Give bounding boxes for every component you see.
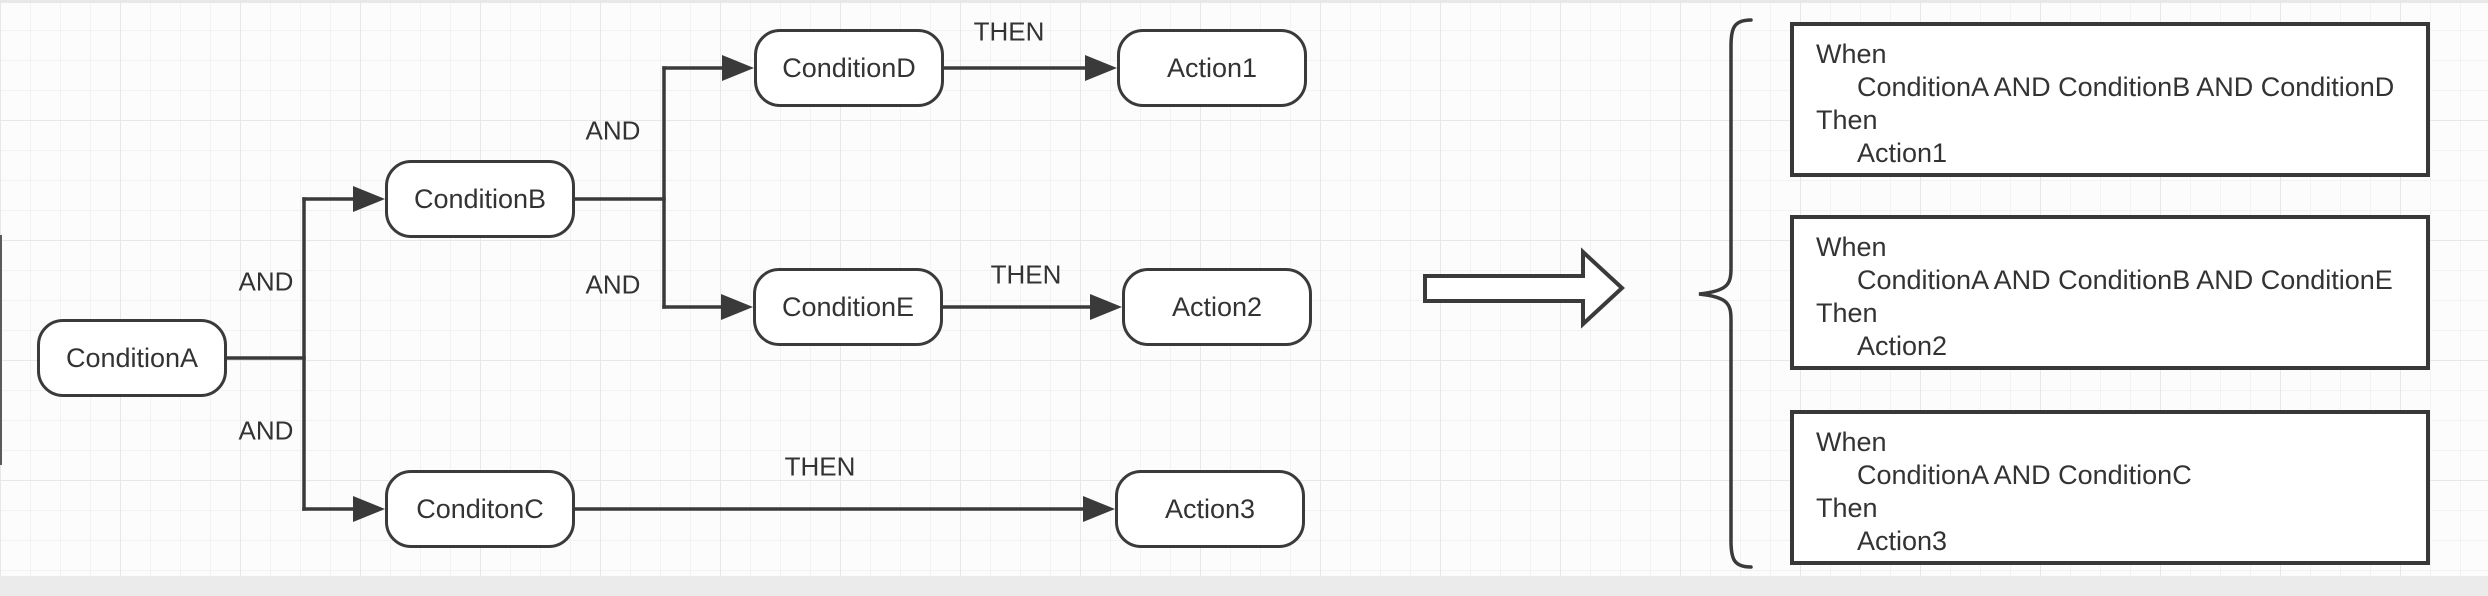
- node-condition-e[interactable]: ConditionE: [753, 268, 943, 346]
- node-condition-d-label: ConditionD: [782, 52, 916, 83]
- node-condition-b[interactable]: ConditionB: [385, 160, 575, 238]
- canvas-top-edge: [0, 0, 2488, 3]
- rule-box-3[interactable]: When ConditionA AND ConditionC Then Acti…: [1790, 410, 2430, 565]
- arrowhead-conditionE: [721, 294, 753, 320]
- rule-3-when-label: When: [1816, 427, 1887, 457]
- rule-2-then-label: Then: [1816, 298, 1878, 328]
- node-condition-a-label: ConditionA: [65, 342, 199, 373]
- arrowhead-action2: [1090, 294, 1122, 320]
- rule-box-2[interactable]: When ConditionA AND ConditionB AND Condi…: [1790, 215, 2430, 370]
- edge-label-and-a-b: AND: [238, 266, 294, 297]
- arrowhead-conditionD: [722, 55, 754, 81]
- edge-label-then-e-2: THEN: [990, 259, 1062, 290]
- rule-box-1[interactable]: When ConditionA AND ConditionB AND Condi…: [1790, 22, 2430, 177]
- rule-2-condition: ConditionA AND ConditionB AND ConditionE: [1857, 265, 2393, 295]
- curly-brace-shape[interactable]: [1698, 18, 1753, 569]
- node-action-1[interactable]: Action1: [1117, 29, 1307, 107]
- rule-1-then-label: Then: [1816, 105, 1878, 135]
- node-condition-a[interactable]: ConditionA: [37, 319, 227, 397]
- node-action-2-label: Action2: [1171, 291, 1263, 322]
- canvas-bottom-edge: [0, 576, 2488, 596]
- rule-3-then-label: Then: [1816, 493, 1878, 523]
- block-arrow-shape[interactable]: [1423, 247, 1625, 329]
- rule-2-when-label: When: [1816, 232, 1887, 262]
- node-condition-b-label: ConditionB: [413, 183, 547, 214]
- edge-label-and-a-c: AND: [238, 415, 294, 446]
- node-condition-e-label: ConditionE: [781, 291, 915, 322]
- rule-3-condition: ConditionA AND ConditionC: [1857, 460, 2192, 490]
- left-panel-divider: [0, 235, 2, 465]
- node-action-1-label: Action1: [1166, 52, 1258, 83]
- rule-2-action: Action2: [1857, 331, 1948, 361]
- rule-1-action: Action1: [1857, 138, 1948, 168]
- rule-1-when-label: When: [1816, 39, 1887, 69]
- arrowhead-action3: [1083, 496, 1115, 522]
- arrowhead-conditionB: [353, 186, 385, 212]
- rule-3-action: Action3: [1857, 526, 1948, 556]
- edge-label-then-c-3: THEN: [784, 451, 856, 482]
- node-condition-c-label: ConditonC: [416, 493, 544, 524]
- rule-1-condition: ConditionA AND ConditionB AND ConditionD: [1857, 72, 2395, 102]
- node-condition-c[interactable]: ConditonC: [385, 470, 575, 548]
- node-action-3[interactable]: Action3: [1115, 470, 1305, 548]
- node-action-3-label: Action3: [1164, 493, 1256, 524]
- edge-label-and-b-e: AND: [585, 269, 641, 300]
- edge-label-then-d-1: THEN: [973, 16, 1045, 47]
- edge-label-and-b-d: AND: [585, 115, 641, 146]
- node-action-2[interactable]: Action2: [1122, 268, 1312, 346]
- arrowhead-action1: [1085, 55, 1117, 81]
- node-condition-d[interactable]: ConditionD: [754, 29, 944, 107]
- arrowhead-conditionC: [353, 496, 385, 522]
